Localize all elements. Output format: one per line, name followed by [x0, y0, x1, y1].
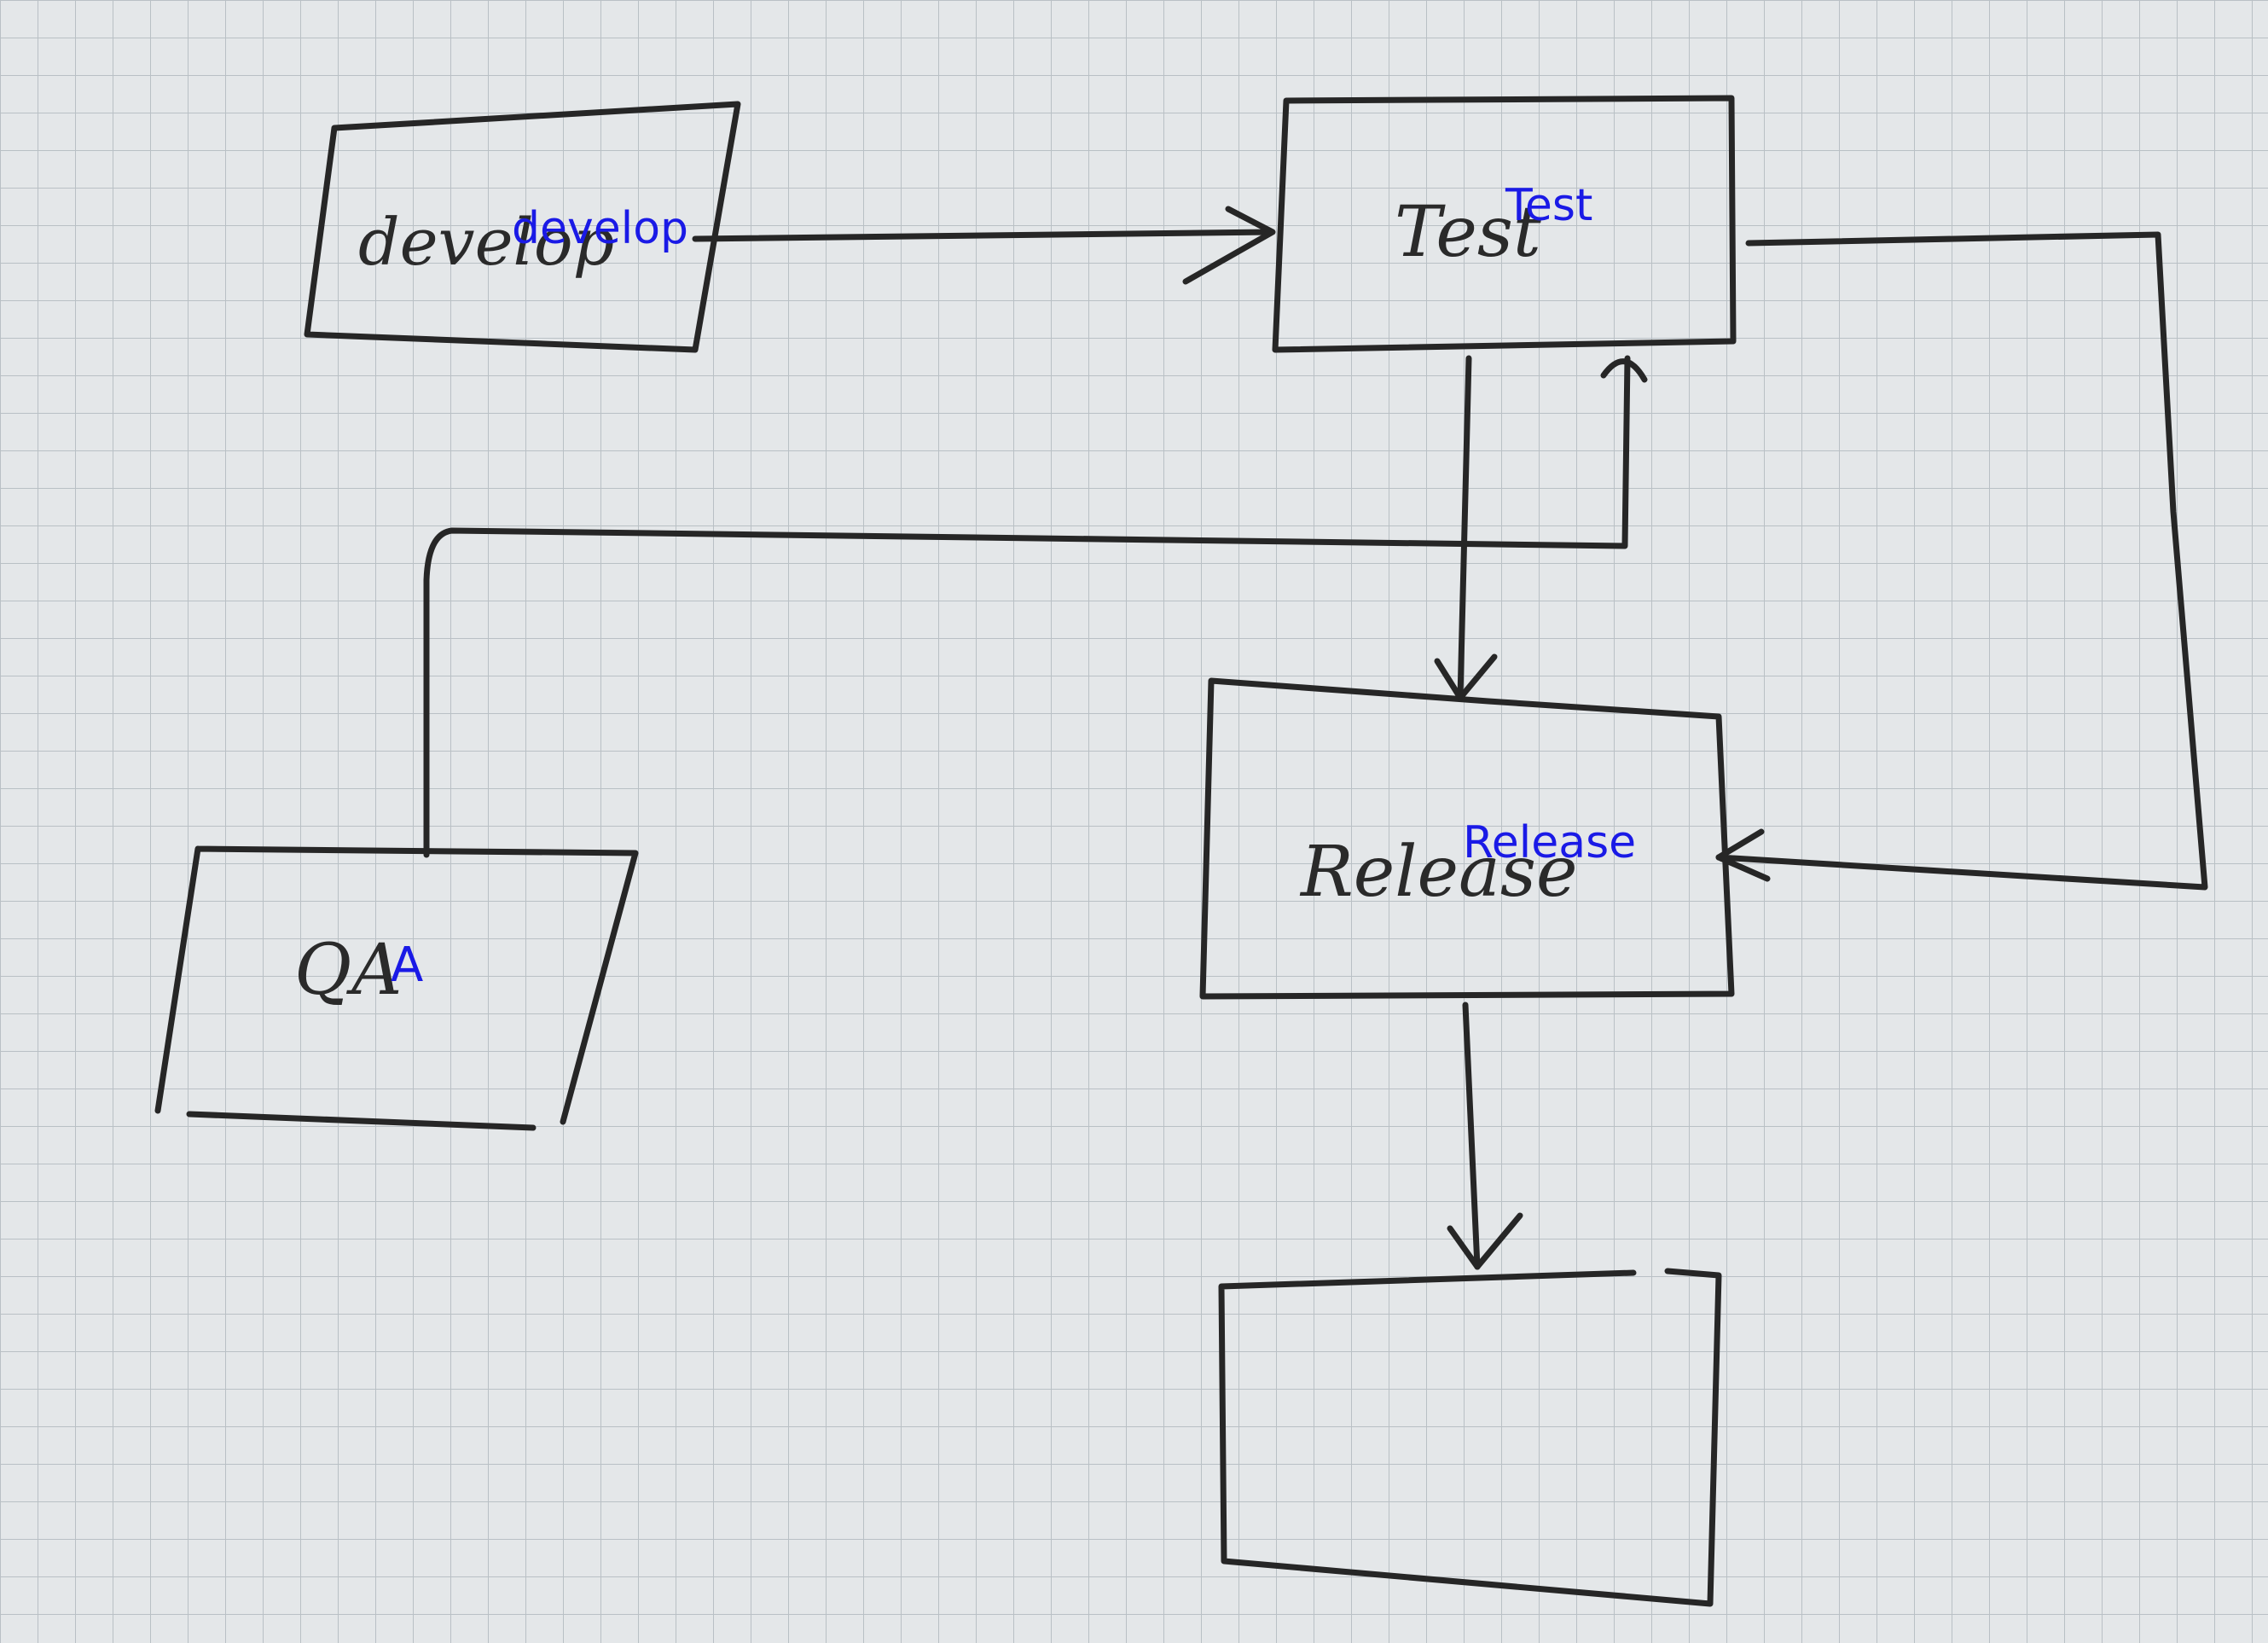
node-empty	[1218, 1268, 1722, 1607]
node-empty-box	[1218, 1268, 1722, 1607]
node-test: Test Test	[1272, 95, 1737, 353]
node-develop-box	[304, 101, 741, 353]
edge-release-to-empty-line	[1462, 1001, 1481, 1270]
edge-test-to-release-arrowhead	[1434, 653, 1498, 701]
edge-test-loop-to-release-line	[1715, 231, 2208, 891]
node-qa: QA A	[154, 845, 639, 1131]
edge-qa-to-test-line	[423, 355, 1631, 858]
node-test-overlay: Test	[1505, 180, 1592, 231]
node-qa-handwritten: QA	[294, 930, 402, 1011]
node-develop-handwritten: develop	[358, 204, 614, 280]
edge-qa-to-test-arrowhead	[1600, 358, 1648, 383]
node-qa-overlay: A	[391, 938, 423, 993]
node-release-overlay: Release	[1463, 817, 1636, 868]
node-qa-box	[154, 845, 639, 1131]
node-develop-overlay: develop	[512, 203, 688, 254]
edge-release-to-empty-arrowhead	[1447, 1212, 1523, 1270]
edge-qa-to-test	[423, 355, 1648, 858]
edge-test-loop-to-release-arrowhead	[1715, 828, 1771, 882]
node-test-box	[1272, 95, 1737, 353]
edge-develop-to-test-arrowhead	[1182, 206, 1276, 285]
edge-test-to-release	[1434, 355, 1498, 701]
node-release-handwritten: Release	[1299, 832, 1578, 913]
node-test-handwritten: Test	[1395, 192, 1542, 273]
node-develop: develop develop	[304, 101, 741, 353]
edge-test-loop-to-release	[1715, 231, 2208, 891]
edge-develop-to-test-line	[692, 229, 1274, 242]
edge-test-to-release-line	[1457, 355, 1472, 701]
edge-release-to-empty	[1447, 1001, 1523, 1270]
edge-develop-to-test	[692, 206, 1276, 285]
